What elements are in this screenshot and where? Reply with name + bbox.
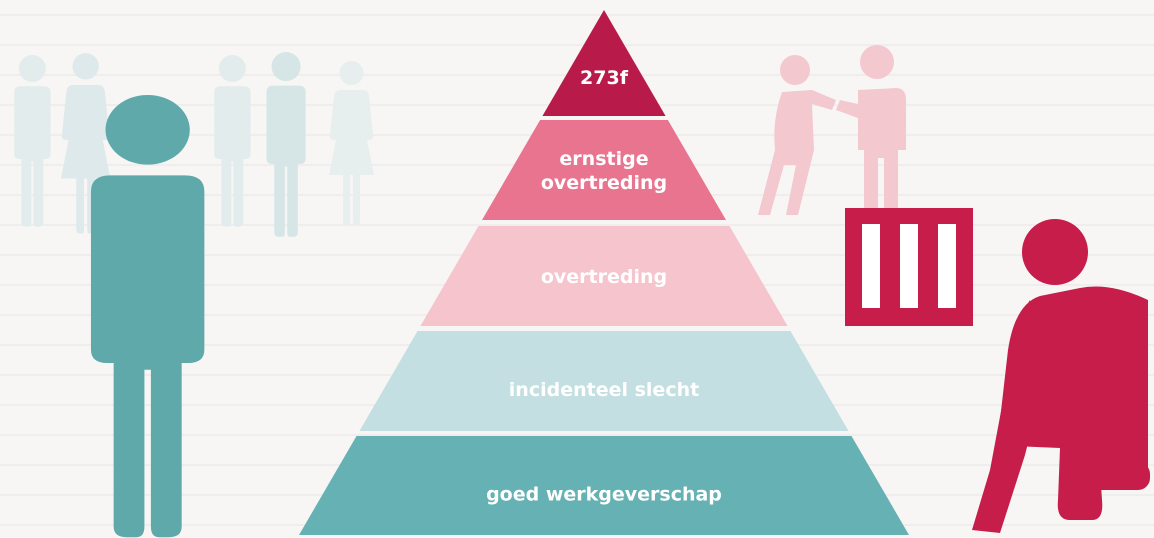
pyramid-level-2 — [482, 120, 726, 220]
pyramid-level-1 — [542, 10, 666, 116]
pyramid-level-5-label: goed werkgeverschap — [486, 484, 722, 506]
pyramid-level-3-label: overtreding — [541, 266, 667, 288]
pyramid-level-4-label-line: incidenteel slecht — [509, 379, 699, 401]
pyramid-level-3 — [420, 226, 788, 326]
pyramid-level-1-label-line: 273f — [580, 67, 629, 89]
pyramid-level-3-label-line: overtreding — [541, 266, 667, 288]
pyramid-level-2-label-line: ernstige — [559, 148, 648, 170]
prison-bars-icon — [845, 208, 973, 326]
pyramid-level-4 — [359, 331, 849, 431]
pushing-people-icon — [758, 45, 906, 215]
seated-person-icon — [972, 219, 1150, 533]
pyramid-level-5 — [299, 436, 909, 535]
pyramid-level-1-label: 273f — [580, 67, 629, 89]
pyramid-level-2-label-line: overtreding — [541, 172, 667, 194]
pyramid-level-4-label: incidenteel slecht — [509, 379, 699, 401]
pyramid-level-5-label-line: goed werkgeverschap — [486, 484, 722, 506]
standing-person-icon — [90, 95, 205, 538]
